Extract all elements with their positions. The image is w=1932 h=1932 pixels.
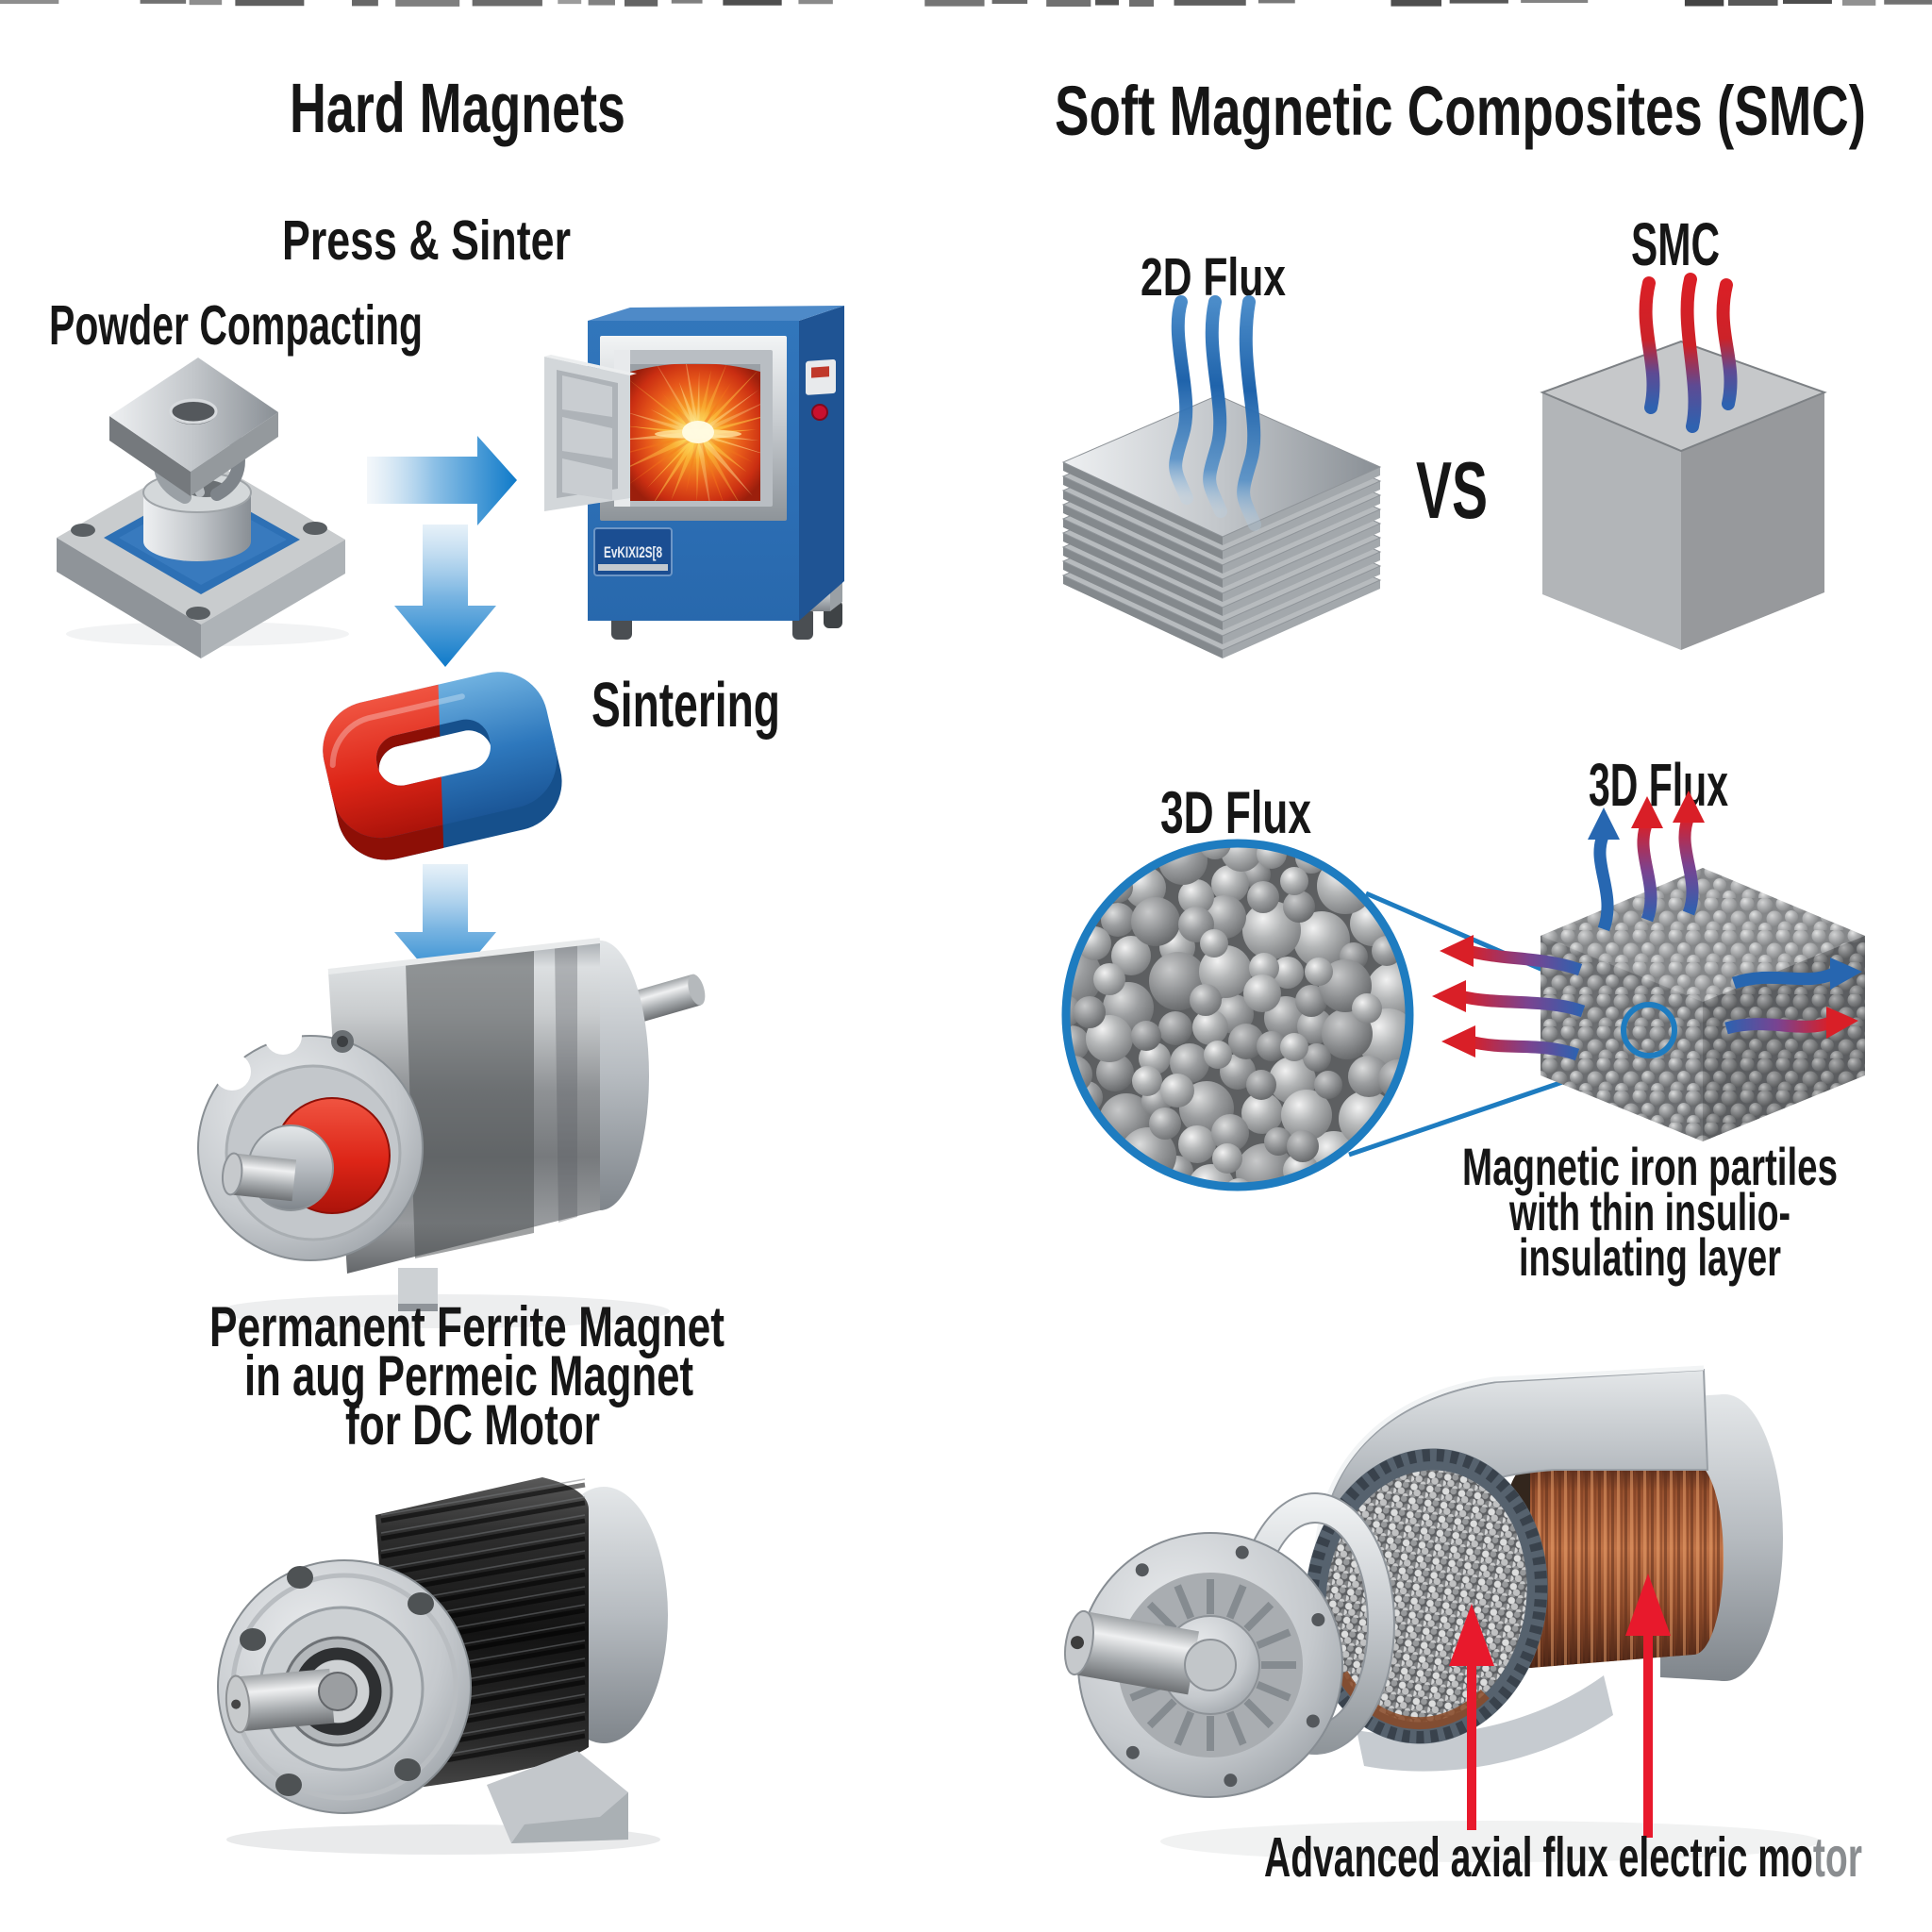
svg-text:Hard Magnets: Hard Magnets: [290, 69, 625, 147]
svg-text:3D Flux: 3D Flux: [1160, 780, 1311, 846]
svg-text:Soft Magnetic Composites (SMC): Soft Magnetic Composites (SMC): [1055, 72, 1866, 150]
svg-text:Permanent Ferrite Magnet: Permanent Ferrite Magnet: [209, 1295, 724, 1358]
svg-text:Press & Sinter: Press & Sinter: [282, 209, 571, 272]
svg-text:insulating layer: insulating layer: [1519, 1227, 1781, 1287]
svg-text:SMC: SMC: [1631, 210, 1720, 278]
svg-text:EvKIXI2S[8: EvKIXI2S[8: [604, 543, 662, 561]
svg-text:3D Flux: 3D Flux: [1589, 751, 1728, 819]
svg-text:for DC Motor: for DC Motor: [345, 1393, 600, 1457]
svg-text:VS: VS: [1416, 446, 1488, 536]
svg-text:in aug Permeic Magnet: in aug Permeic Magnet: [244, 1344, 693, 1407]
svg-text:with thin insulio-: with thin insulio-: [1508, 1182, 1790, 1241]
svg-text:Powder Compacting: Powder Compacting: [49, 294, 423, 357]
svg-text:Sintering: Sintering: [591, 670, 780, 741]
svg-text:Advanced axial flux electric m: Advanced axial flux electric motor: [1264, 1826, 1862, 1889]
svg-text:Magnetic iron partiles: Magnetic iron partiles: [1462, 1137, 1838, 1196]
